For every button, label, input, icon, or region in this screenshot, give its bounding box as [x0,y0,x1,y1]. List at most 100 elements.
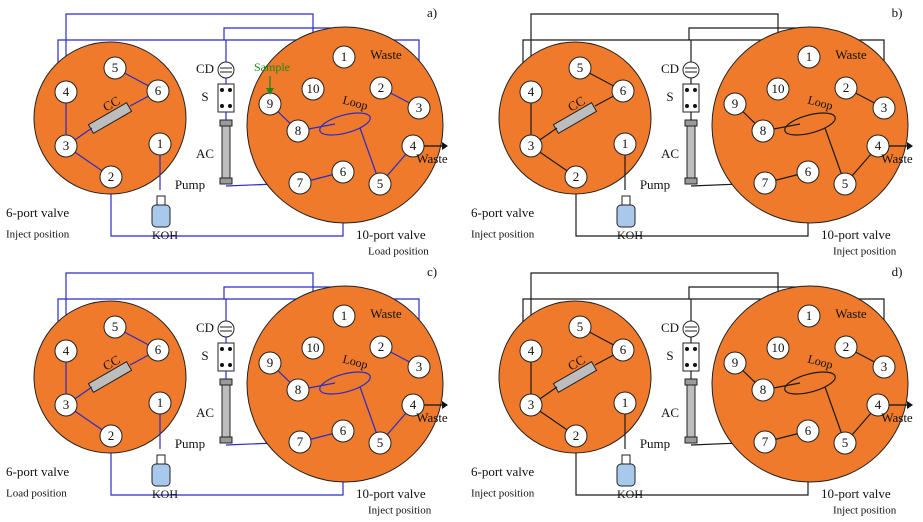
ten-port-10 [301,77,325,101]
ten-port-label-4: 4 [410,138,417,153]
six-port-3 [519,393,543,417]
ten-port-9 [723,351,747,375]
koh-label: KOH [617,228,643,242]
six-valve-state: Inject position [471,488,535,500]
s-label: S [201,89,208,104]
waste-label-right: Waste [881,151,913,166]
six-port-4 [519,339,543,363]
ten-port-label-5: 5 [842,176,849,191]
s-suppressor [217,83,235,113]
ten-port-10 [301,336,325,360]
ten-port-1 [332,45,356,69]
ten-valve-state: Inject position [368,505,432,517]
ten-port-8 [286,378,310,402]
cd-label: CD [661,320,679,335]
ten-port-label-4: 4 [410,397,417,412]
ten-port-label-1: 1 [341,308,348,323]
panel-label-d: d) [892,264,903,279]
ac-label: AC [661,146,679,161]
ac-column-cap-bottom [684,177,698,185]
sample-loop [319,112,371,136]
panel-c: CC123456PumpKOHCDSACLoop12345678910Waste… [6,264,448,517]
s-suppressor-dot-1 [228,347,232,351]
six-port-label-5: 5 [577,319,584,334]
six-port-6 [146,338,170,362]
ten-port-label-8: 8 [295,123,302,138]
waste-label-right: Waste [416,410,448,425]
cd-detector [682,61,700,79]
ac-label: AC [196,146,214,161]
six-port-label-4: 4 [528,84,535,99]
ten-port-label-4: 4 [875,397,882,412]
koh-bottle-neck [156,454,166,465]
ac-column-cap-top [219,378,233,386]
cd-label: CD [196,320,214,335]
ten-port-label-2: 2 [378,80,385,95]
s-suppressor-dot-3 [693,363,697,367]
ten-port-7 [288,171,312,195]
koh-bottle [151,204,171,228]
six-port-5 [568,315,592,339]
ten-port-7 [753,430,777,454]
sample-arrow-head [266,88,274,95]
waste-label-right: Waste [881,410,913,425]
ten-port-label-2: 2 [843,80,850,95]
s-suppressor [217,342,235,372]
loop-label: Loop [806,93,834,113]
ten-port-6 [331,419,355,443]
s-suppressor-dot-1 [228,88,232,92]
six-valve-state: Inject position [471,229,535,241]
six-port-label-6: 6 [620,342,627,357]
six-port-4 [54,339,78,363]
ten-port-label-10: 10 [307,340,320,355]
ten-port-label-8: 8 [295,382,302,397]
koh-bottle-neck [621,454,631,465]
six-port-label-4: 4 [63,84,70,99]
ten-port-label-3: 3 [416,100,423,115]
koh-label: KOH [152,228,178,242]
ten-port-label-9: 9 [267,96,274,111]
s-suppressor-dot-2 [220,363,224,367]
ac-column-cap-bottom [219,177,233,185]
ten-port-label-6: 6 [805,164,812,179]
s-suppressor-dot-2 [220,104,224,108]
six-port-3 [54,134,78,158]
ten-port-label-4: 4 [875,138,882,153]
six-port-6 [146,79,170,103]
six-port-5 [568,56,592,80]
ten-port-label-6: 6 [340,164,347,179]
six-port-label-1: 1 [157,395,164,410]
six-port-label-1: 1 [157,136,164,151]
six-port-1 [148,391,172,415]
ten-port-label-8: 8 [760,123,767,138]
panel-label-b: b) [892,5,903,20]
loop-label: Loop [341,93,369,113]
six-valve-state: Inject position [6,229,70,241]
ac-column [686,382,696,440]
s-label: S [666,348,673,363]
s-suppressor-dot-3 [693,104,697,108]
ac-column-cap-top [684,378,698,386]
s-suppressor-dot-0 [685,347,689,351]
ten-port-7 [288,430,312,454]
ten-valve-caption: 10-port valve [356,486,426,501]
waste-arrow-head [907,401,913,409]
s-suppressor-dot-0 [685,88,689,92]
ten-port-3 [407,355,431,379]
ten-valve-caption: 10-port valve [821,227,891,242]
six-port-label-5: 5 [112,319,119,334]
ten-port-label-7: 7 [762,434,769,449]
cd-detector [682,320,700,338]
s-suppressor-dot-2 [685,363,689,367]
ten-port-5 [368,172,392,196]
six-port-2 [564,165,588,189]
ten-port-label-5: 5 [842,435,849,450]
ten-port-1 [797,45,821,69]
s-label: S [201,348,208,363]
ten-valve-state: Load position [368,246,429,258]
waste-arrow-head [907,142,913,150]
ten-port-3 [872,355,896,379]
six-port-label-3: 3 [528,138,535,153]
